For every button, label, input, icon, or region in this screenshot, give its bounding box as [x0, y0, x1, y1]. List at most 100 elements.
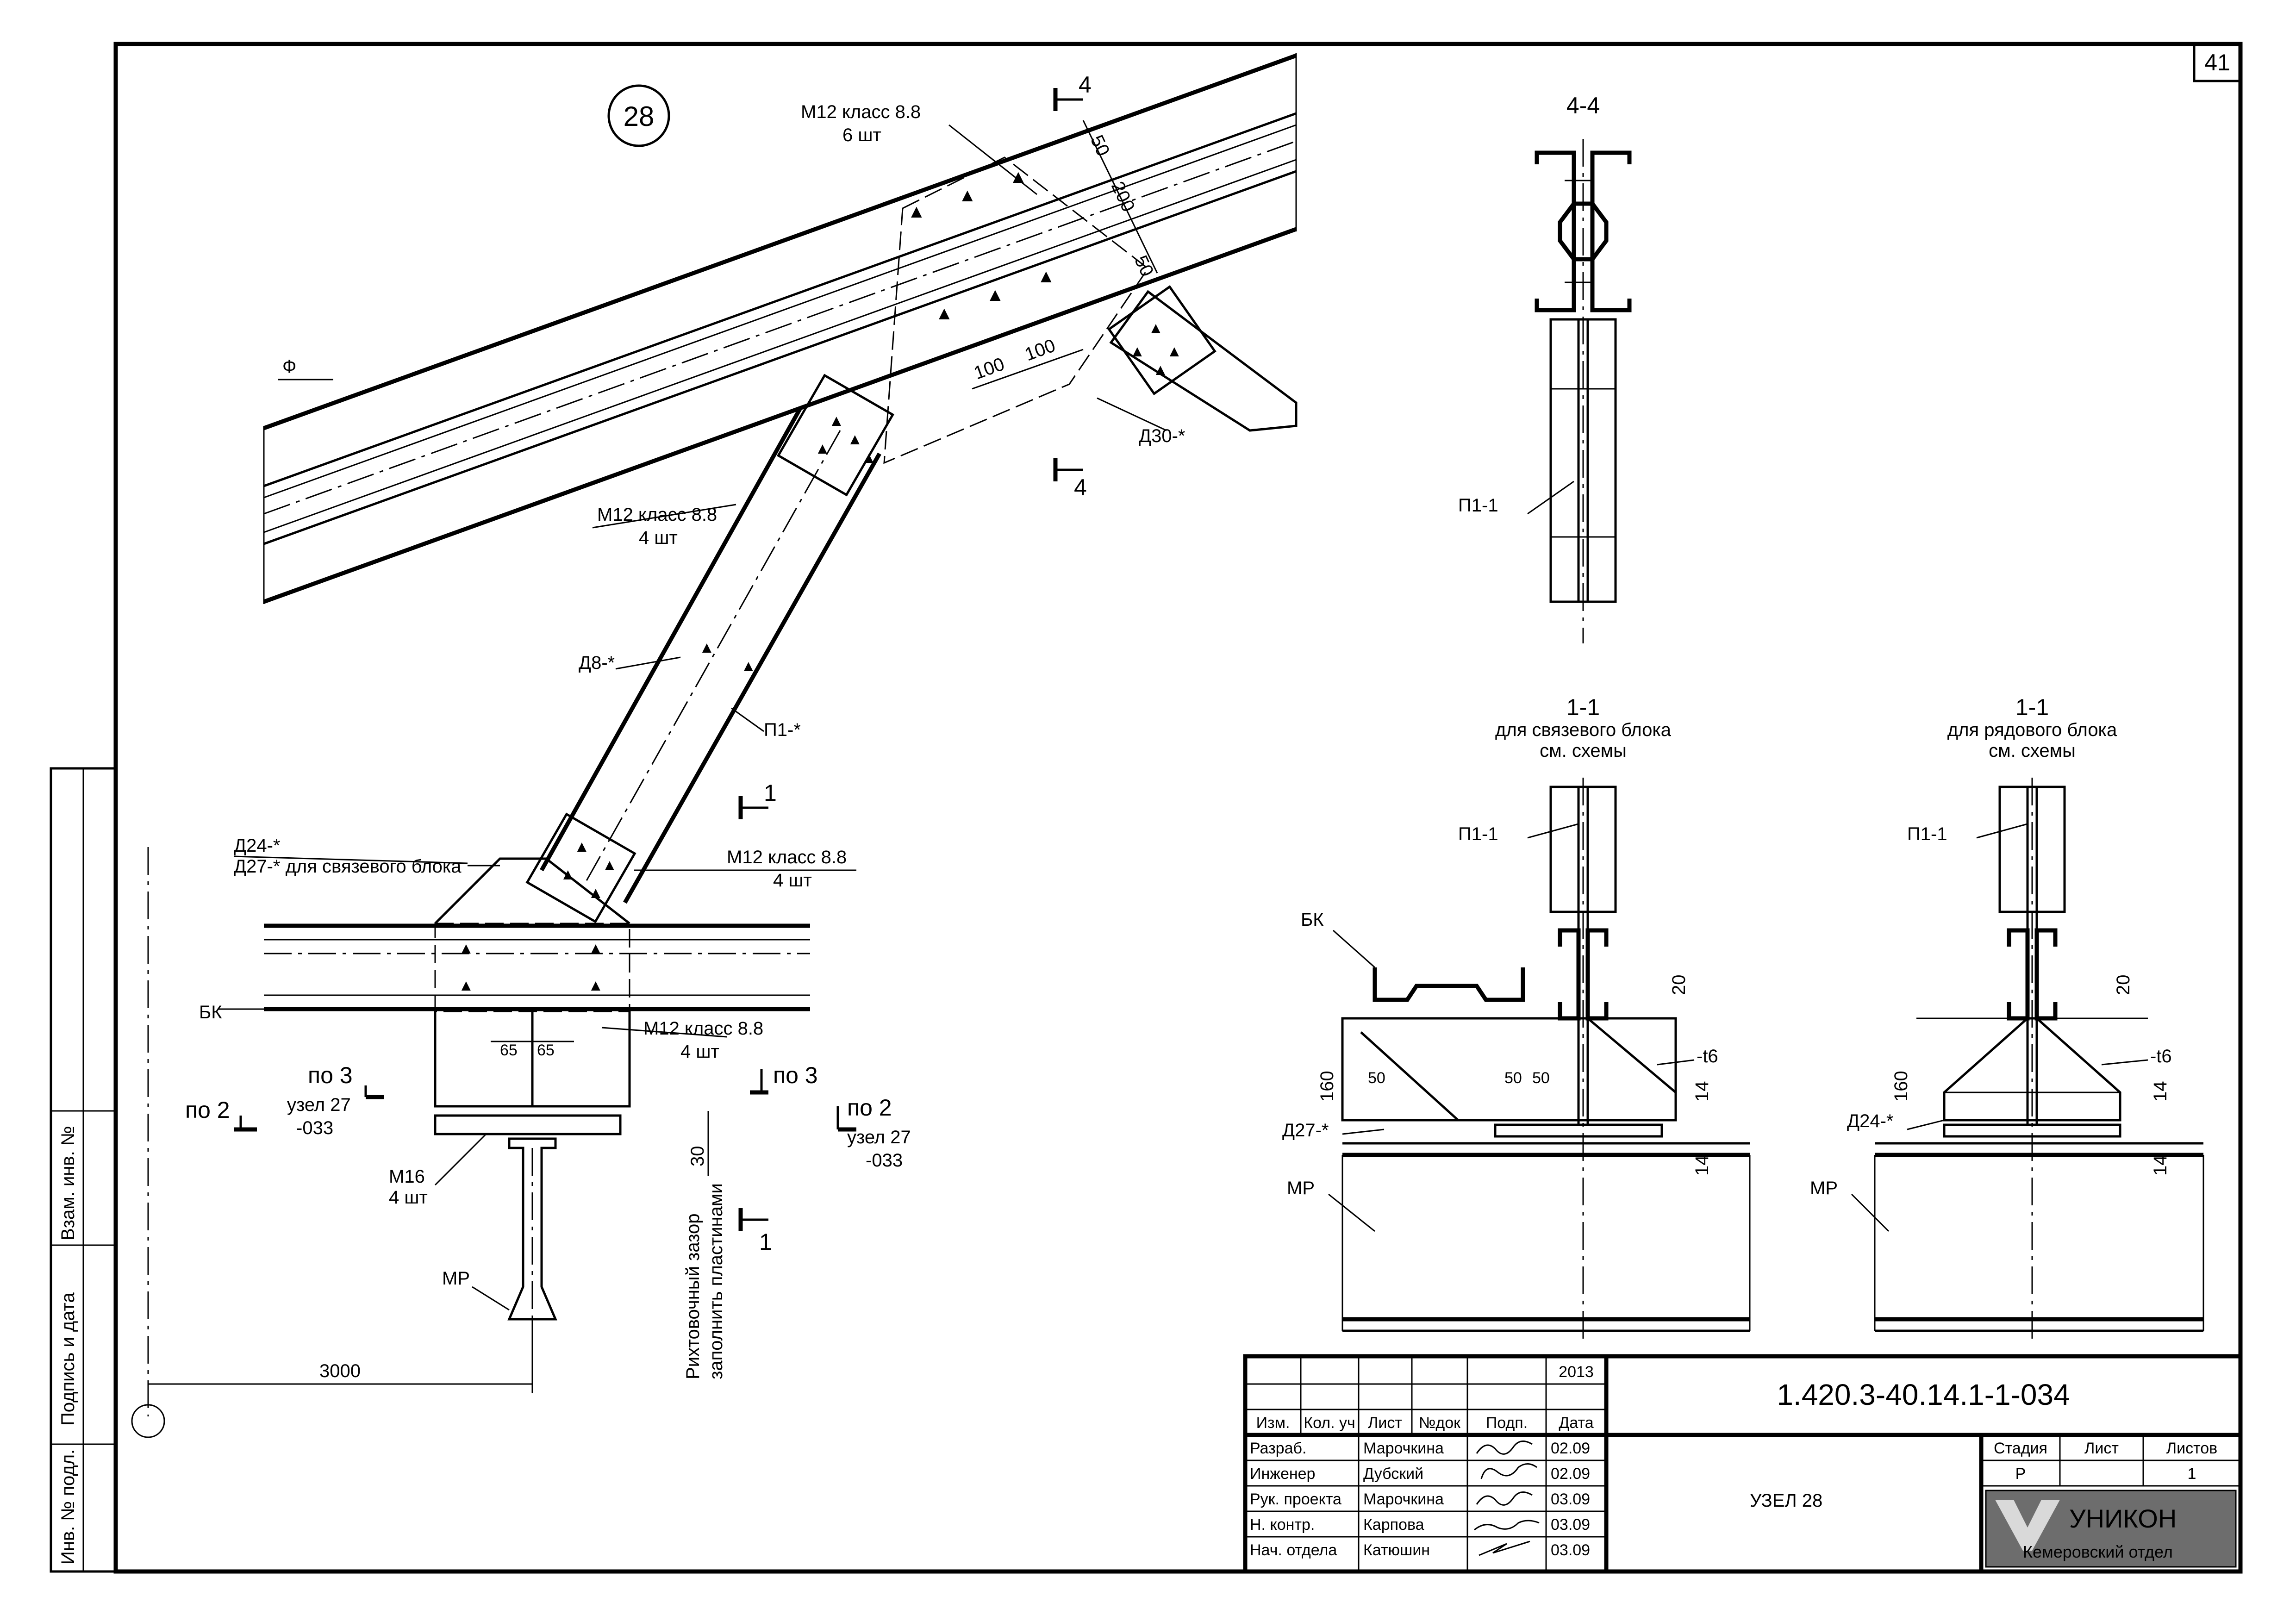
tb-name-1: Дубский [1363, 1465, 1423, 1483]
tb-sheets-header: Листов [2166, 1440, 2217, 1457]
section-1-bottom: 1 [759, 1229, 772, 1255]
svg-text:▲: ▲ [986, 285, 1004, 305]
tb-sheet-header: Лист [2084, 1440, 2119, 1457]
svg-text:▲: ▲ [1148, 319, 1164, 337]
leader-bolts-mid [592, 504, 736, 529]
tb-department: Кемеровский отдел [2023, 1542, 2173, 1561]
section-marker-po2-right: по 2 узел 27 -033 [836, 1095, 911, 1171]
svg-text:▲: ▲ [861, 449, 877, 467]
leader-11r-p1 [1976, 823, 2028, 839]
signatures [1474, 1440, 1540, 1556]
section-44-p1: П1-1 [1458, 495, 1498, 516]
tb-doc-code: 1.420.3-40.14.1-1-034 [1777, 1378, 2070, 1411]
section-11-right-t6: -t6 [2150, 1046, 2172, 1066]
dim-65a: 65 [500, 1041, 518, 1059]
section-44-drawing [1535, 139, 1632, 643]
tb-role-0: Разраб. [1250, 1440, 1306, 1457]
leader-m16 [434, 1133, 487, 1186]
tb-stage: Р [2015, 1465, 2026, 1483]
label-phi: Ф [282, 356, 296, 377]
leader-11l-t6 [1657, 1059, 1695, 1066]
tb-h-doc: №док [1419, 1414, 1461, 1432]
diagonal-p1: ▲ ▲ ▲ ▲ ▲ ▲ ▲ ▲ ▲ ▲ [525, 374, 895, 923]
label-bolts-mid: M12 класс 8.8 [597, 505, 717, 525]
svg-text:▲: ▲ [458, 977, 474, 994]
section-11-left-dim20: 20 [1669, 975, 1689, 996]
section-11-left-dim160: 160 [1317, 1071, 1337, 1102]
leader-p1 [731, 707, 764, 732]
tb-company: УНИКОН [2069, 1504, 2177, 1533]
label-bk: БК [199, 1002, 222, 1023]
section-11-left-dim50: 50 [1368, 1069, 1385, 1087]
section-11-left-dim50c: 50 [1532, 1069, 1550, 1087]
section-marker-po3-right: по 3 [750, 1062, 818, 1095]
svg-text:▲: ▲ [588, 940, 604, 957]
tb-title: УЗЕЛ 28 [1750, 1490, 1822, 1511]
leader-d30 [1097, 397, 1167, 431]
title-block [1243, 1354, 2243, 1574]
svg-text:▲: ▲ [1009, 167, 1028, 187]
svg-text:▲: ▲ [588, 977, 604, 994]
leader-44-p1 [1527, 480, 1574, 515]
section-11-left-dim14a: 14 [1692, 1081, 1712, 1102]
label-m16-qty: 4 шт [389, 1187, 428, 1208]
lower-gusset [434, 857, 630, 924]
section-11-right-d24: Д24-* [1847, 1111, 1893, 1131]
beam-bk: ▲ ▲ ▲ ▲ [264, 923, 810, 1012]
leader-mp [472, 1286, 510, 1311]
section-11-left-dim14b: 14 [1692, 1155, 1712, 1176]
tb-date-4: 03.09 [1551, 1541, 1590, 1559]
section-marker-po2-left: по 2 [185, 1097, 257, 1132]
label-d24: Д24-* [234, 836, 280, 856]
section-11-right-dim14a: 14 [2150, 1081, 2171, 1102]
label-bolts-base-qty: 4 шт [680, 1041, 719, 1062]
node-badge-circle [607, 84, 670, 147]
dim-3000-line [131, 847, 533, 1438]
dim-65b: 65 [537, 1041, 555, 1059]
label-po3-right: по 3 [773, 1062, 818, 1088]
svg-text:▲: ▲ [458, 940, 474, 957]
side-podpis-data: Подпись и дата [58, 1292, 78, 1426]
section-11-right-title: 1-1 [2015, 694, 2049, 720]
label-bolts-base: M12 класс 8.8 [643, 1018, 763, 1039]
section-1-top-marker: 1 [738, 780, 777, 819]
section-11-left-bk: БК [1301, 910, 1324, 930]
label-po3-left: по 3 [308, 1062, 353, 1088]
label-po2-left: по 2 [185, 1097, 230, 1123]
tb-name-3: Карпова [1363, 1516, 1424, 1534]
svg-text:▲: ▲ [1153, 361, 1168, 379]
svg-text:▲: ▲ [602, 856, 618, 874]
label-bolts-low: M12 класс 8.8 [727, 847, 847, 867]
label-po2-right: по 2 [847, 1095, 892, 1121]
label-uzel27-left: узел 27 [287, 1095, 351, 1115]
diagonal-d30: ▲ ▲ ▲ ▲ [1107, 285, 1298, 432]
side-vzam-inv: Взам. инв. № [58, 1126, 78, 1241]
tb-h-kol: Кол. уч [1304, 1414, 1355, 1432]
label-d8: Д8-* [579, 653, 615, 673]
logo-v-icon [1995, 1500, 2060, 1551]
section-11-left-mp: МР [1287, 1178, 1315, 1198]
section-1-bottom-marker: 1 [738, 1208, 772, 1255]
side-stamp: Инв. № подл. Подпись и дата Взам. инв. № [50, 767, 117, 1573]
gap-note-1: Рихтовочный зазор [683, 1213, 703, 1379]
label-m16: M16 [389, 1166, 425, 1187]
section-11-left-p1: П1-1 [1458, 824, 1498, 844]
tb-name-0: Марочкина [1363, 1440, 1444, 1457]
section-11-right-p1: П1-1 [1907, 824, 1947, 844]
svg-text:▲: ▲ [574, 838, 590, 855]
top-gusset [883, 156, 1149, 464]
section-11-right-mp: МР [1810, 1178, 1838, 1198]
section-1-top: 1 [764, 780, 777, 806]
tb-stage-header: Стадия [1994, 1440, 2047, 1457]
leader-11r-d24 [1907, 1119, 1945, 1130]
section-11-left-sub1: для связевого блока [1495, 720, 1672, 740]
gap-note-2: заполнить пластинами [706, 1183, 726, 1379]
svg-text:▲: ▲ [741, 657, 756, 675]
tb-h-date: Дата [1559, 1414, 1593, 1432]
top-bolts: ▲ ▲ ▲ ▲ ▲ ▲ [907, 167, 1055, 324]
section-4-bottom-marker: 4 [1053, 458, 1087, 500]
tb-name-2: Марочкина [1363, 1490, 1444, 1508]
side-inv-podl: Инв. № подл. [58, 1449, 78, 1565]
leader-11l-mp [1328, 1193, 1375, 1232]
